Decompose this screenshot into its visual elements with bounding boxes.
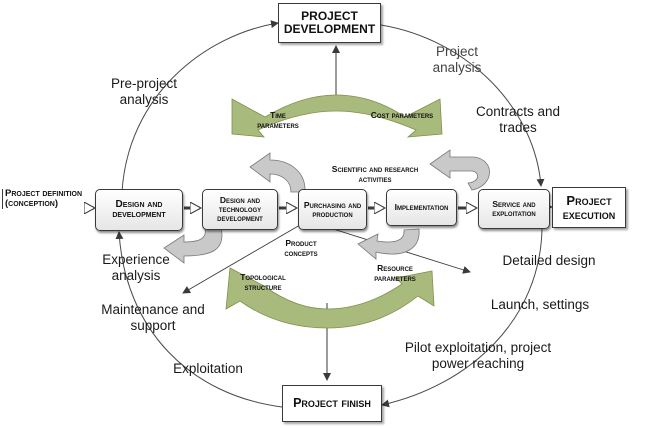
resource-parameters-label: Resource parameters <box>374 263 416 283</box>
maintenance-support-label: Maintenance and support <box>101 302 205 333</box>
process-design-technology: Design and technology development <box>202 189 278 230</box>
project-definition-label: Project definition (conception) <box>2 189 97 209</box>
cost-parameters-label: Cost parameters <box>370 110 434 120</box>
process-implementation: Implementation <box>386 189 457 226</box>
project-development-box: PROJECT DEVELOPMENT <box>278 3 381 43</box>
scientific-research-label: Scientific and research activities <box>331 164 419 184</box>
process-purchasing-production: Purchasing and production <box>298 189 367 230</box>
arrow-to-maintenance <box>182 224 301 294</box>
topological-structure-label: Topological structure <box>240 272 286 292</box>
project-development-label: PROJECT DEVELOPMENT <box>283 9 376 36</box>
process-label: Design and technology development <box>217 195 263 223</box>
arc-execution-to-finish <box>381 228 543 408</box>
cycle-arcs <box>115 20 545 408</box>
green-arcs <box>225 94 443 329</box>
launch-settings-label: Launch, settings <box>490 297 590 312</box>
pre-project-analysis-label: Pre-project analysis <box>110 76 178 107</box>
process-label: Design and development <box>112 198 166 220</box>
arc-development-to-execution <box>380 24 545 187</box>
experience-analysis-label: Experience analysis <box>102 252 170 283</box>
feedback-arrow-bottom-right <box>357 228 420 260</box>
arc-definition-to-development <box>121 20 279 193</box>
process-label: Purchasing and production <box>303 199 362 219</box>
time-parameters-label: Time parameters <box>257 110 299 130</box>
feedback-arrow-bottom-left <box>163 226 223 264</box>
contracts-trades-label: Contracts and trades <box>475 104 561 135</box>
detailed-design-label: Detailed design <box>502 253 596 268</box>
product-concepts-label: Product concepts <box>284 238 318 258</box>
pilot-exploitation-label: Pilot exploitation, project power reachi… <box>404 340 552 371</box>
project-finish-box: Project finish <box>282 385 382 422</box>
top-green-arc <box>231 94 443 138</box>
project-execution-label: Project execution <box>562 192 616 222</box>
feedback-arrow-top-right <box>429 149 490 191</box>
feedback-arrow-top-left <box>249 152 306 193</box>
bottom-green-arc <box>225 267 435 329</box>
arc-finish-to-definition <box>115 231 283 408</box>
project-execution-box: Project execution <box>552 187 626 228</box>
project-finish-label: Project finish <box>293 395 371 410</box>
process-design-development: Design and development <box>95 189 183 231</box>
process-label: Implementation <box>394 202 449 213</box>
project-analysis-label: Project analysis <box>432 44 482 75</box>
process-service-exploitation: Service and exploitation <box>478 189 550 229</box>
exploitation-label: Exploitation <box>173 361 243 376</box>
process-label: Service and exploitation <box>492 199 536 218</box>
feedback-arrows <box>163 149 490 264</box>
